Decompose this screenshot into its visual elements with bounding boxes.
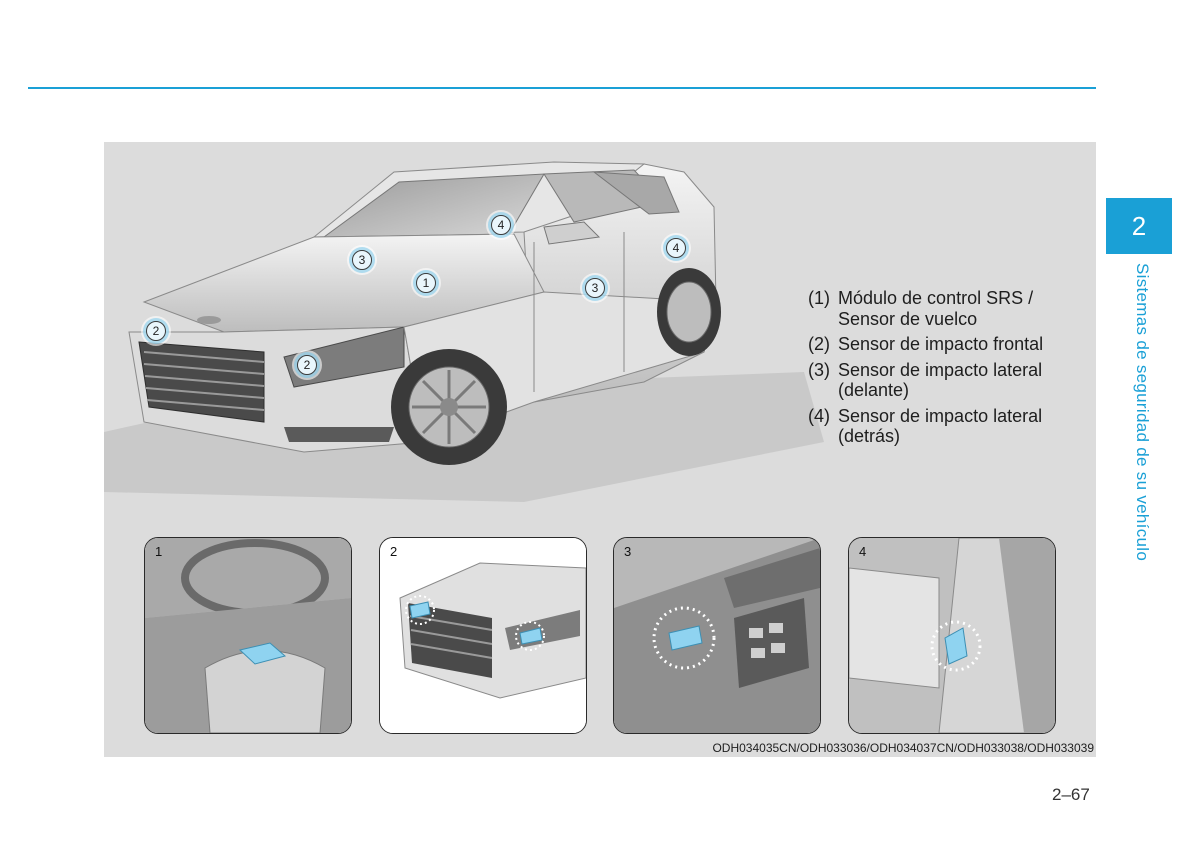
thumbnail-label: 4	[859, 544, 867, 559]
thumbnail-2: 2	[379, 537, 587, 734]
legend-item-4: (4) Sensor de impacto lateral (detrás)	[808, 406, 1088, 447]
sensor-location-figure: 1 2 2 3 3 4 4 (1) Módulo de control SRS …	[104, 142, 1096, 757]
thumbnail-label: 2	[390, 544, 398, 559]
sensor-legend: (1) Módulo de control SRS / Sensor de vu…	[808, 288, 1088, 452]
car-front-icon	[380, 538, 586, 733]
legend-item-2: (2) Sensor de impacto frontal	[808, 334, 1088, 355]
b-pillar-icon	[849, 538, 1055, 733]
chapter-title: Sistemas de seguridad de su vehículo	[1133, 263, 1152, 562]
thumbnail-label: 3	[624, 544, 632, 559]
callout-4-roof: 4	[491, 215, 511, 235]
legend-text: Módulo de control SRS / Sensor de vuelco	[838, 288, 1034, 329]
front-door-panel-icon	[614, 538, 820, 733]
callout-4-rear-door: 4	[666, 238, 686, 258]
callout-3-hood: 3	[352, 250, 372, 270]
callout-2-grille: 2	[146, 321, 166, 341]
callout-1: 1	[416, 273, 436, 293]
legend-item-1: (1) Módulo de control SRS / Sensor de vu…	[808, 288, 1088, 329]
thumbnail-4: 4	[848, 537, 1056, 734]
legend-text: Sensor de impacto lateral (detrás)	[838, 405, 1043, 447]
chapter-number: 2	[1131, 210, 1147, 241]
thumbnail-label: 1	[155, 544, 163, 559]
legend-item-3: (3) Sensor de impacto lateral (delante)	[808, 360, 1088, 401]
legend-number: (1)	[808, 288, 830, 308]
top-rule	[28, 87, 1096, 89]
thumbnail-3: 3	[613, 537, 821, 734]
legend-number: (2)	[808, 334, 830, 354]
car-illustration	[104, 161, 824, 502]
callout-3-door: 3	[585, 278, 605, 298]
legend-number: (4)	[808, 405, 830, 426]
legend-text: Sensor de impacto lateral (delante)	[838, 359, 1043, 401]
chapter-tab[interactable]: 2	[1106, 198, 1172, 254]
legend-number: (3)	[808, 359, 830, 380]
page-number: 2–67	[1052, 785, 1090, 804]
console-interior-icon	[145, 538, 351, 733]
thumbnail-1: 1	[144, 537, 352, 734]
figure-code: ODH034035CN/ODH033036/ODH034037CN/ODH033…	[712, 741, 1094, 755]
callout-2-headlight: 2	[297, 355, 317, 375]
legend-text: Sensor de impacto frontal	[838, 334, 1044, 354]
